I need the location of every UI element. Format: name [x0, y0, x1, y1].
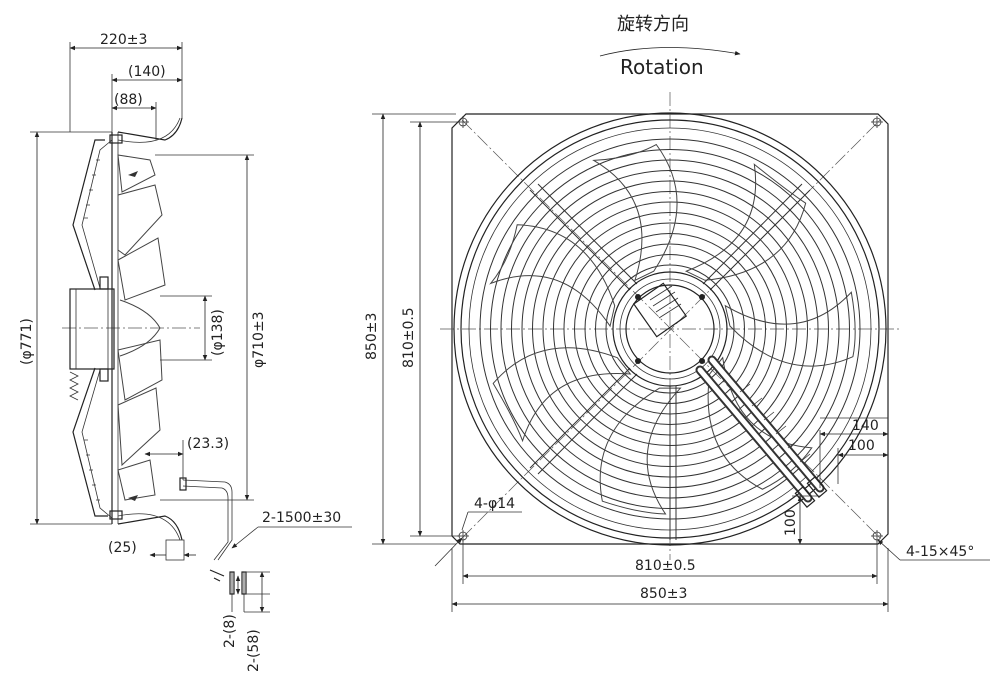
- dim-hub-dia: (φ138): [210, 309, 226, 356]
- dim-height-outer: 850±3: [364, 313, 380, 360]
- dim-100-vertical: 100: [783, 509, 799, 536]
- dim-cable-8: 2-(8): [222, 614, 238, 648]
- hub-outer: [612, 271, 728, 387]
- rotation-arrow: [599, 47, 741, 57]
- dim-offset-23: (23.3): [187, 436, 229, 452]
- spring: [69, 371, 79, 401]
- fan-blade: [592, 143, 678, 282]
- rotation-label-cn: 旋转方向: [617, 14, 689, 35]
- dim-width-outer: 850±3: [640, 586, 687, 602]
- dim-overall-depth: 220±3: [100, 32, 147, 48]
- dim-offset-25: (25): [108, 540, 137, 556]
- dim-height-holes: 810±0.5: [401, 307, 417, 368]
- dim-chamfer: 4-15×45°: [906, 544, 974, 560]
- motor-body: [69, 288, 115, 370]
- fan-blade: [724, 291, 856, 367]
- dim-holes: 4-φ14: [474, 496, 515, 512]
- front-view: 850±3 810±0.5 810±0.5 850±3 4-φ14 4-15×4…: [364, 92, 990, 612]
- guard-profile: [72, 139, 108, 517]
- fan-blade: [492, 347, 632, 443]
- side-view: 220±3 (140) (88) (φ771) (φ138) φ710±3 (2…: [19, 32, 352, 672]
- dim-blade-dia: φ710±3: [251, 311, 267, 368]
- dim-width-holes: 810±0.5: [635, 558, 696, 574]
- dim-outer-dia: (φ771): [19, 318, 35, 365]
- power-cables: [695, 355, 828, 508]
- fan-blade: [684, 163, 807, 281]
- dim-depth-140: (140): [128, 64, 166, 80]
- hub-inner: [625, 284, 715, 374]
- dim-cable-58: 2-(58): [246, 629, 262, 672]
- dim-140: 140: [852, 418, 879, 434]
- rim-ring: [453, 112, 887, 546]
- dim-100-horizontal: 100: [848, 438, 875, 454]
- rotation-indicator: 旋转方向 Rotation: [599, 14, 741, 79]
- dim-cable-length: 2-1500±30: [262, 510, 341, 526]
- dim-depth-88: (88): [114, 92, 143, 108]
- side-cable: [182, 479, 233, 561]
- rotation-label-en: Rotation: [620, 55, 704, 79]
- fan-blade: [599, 387, 682, 515]
- fan-blade: [489, 224, 616, 328]
- guard-struts: [529, 183, 811, 540]
